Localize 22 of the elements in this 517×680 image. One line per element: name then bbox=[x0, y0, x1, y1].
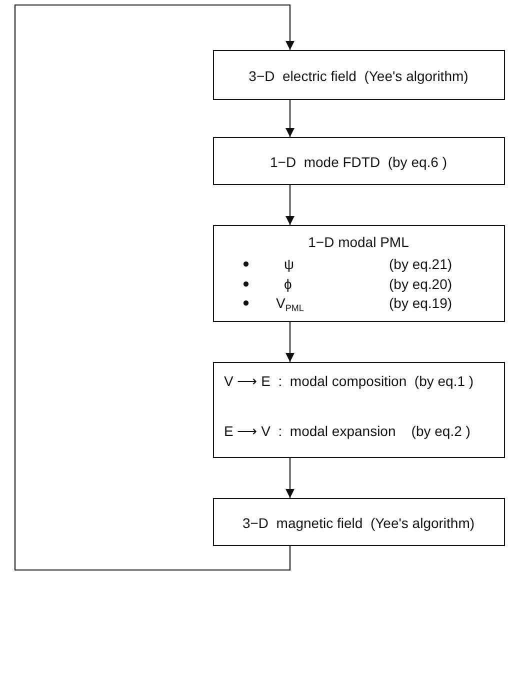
box-text: ϕ bbox=[284, 276, 292, 292]
box-text: E ⟶ V : modal expansion (by eq.2 ) bbox=[224, 423, 470, 439]
process-box bbox=[213, 137, 505, 185]
box-label: 1−D mode FDTD (by eq.6 ) bbox=[268, 154, 448, 170]
process-box bbox=[213, 362, 505, 458]
box-text: (by eq.20) bbox=[389, 276, 452, 292]
box-text: (by eq.21) bbox=[389, 256, 452, 272]
box-text: ψ bbox=[284, 256, 294, 272]
process-box bbox=[213, 498, 505, 546]
arrow bbox=[286, 458, 294, 498]
arrow bbox=[286, 322, 294, 362]
arrow bbox=[14, 4, 294, 571]
box-label: 3−D magnetic field (Yee's algorithm) bbox=[241, 515, 476, 531]
process-box bbox=[213, 50, 505, 100]
box-label: V ⟶ E : modal composition (by eq.1 ) bbox=[224, 373, 474, 389]
box-label: 1−D modal PML bbox=[307, 234, 410, 250]
box-text: (by eq.19) bbox=[389, 295, 452, 311]
box-text: V$_{PML}$ bbox=[276, 295, 304, 311]
arrow bbox=[286, 185, 294, 225]
box-label: 3−D electric field (Yee's algorithm) bbox=[248, 68, 470, 84]
arrow bbox=[286, 100, 294, 137]
process-box bbox=[213, 225, 505, 322]
